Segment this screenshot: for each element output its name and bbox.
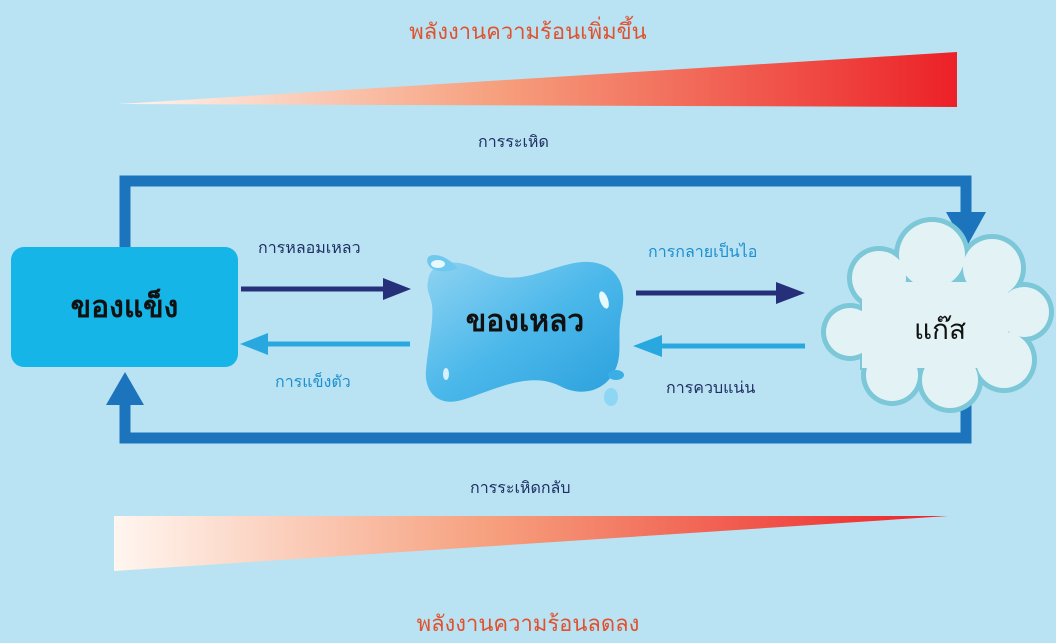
sublimation-path <box>119 175 972 248</box>
gas-label: แก๊ส <box>913 313 967 346</box>
solid-label: ของแข็ง <box>70 289 179 325</box>
melting-arrowhead <box>383 278 411 300</box>
heat-decrease-title: พลังงานความร้อนลดลง <box>416 612 640 637</box>
gas-cloud <box>821 217 1054 413</box>
vaporization-label: การกลายเป็นไอ <box>648 242 758 261</box>
sublimation-label: การระเหิด <box>478 132 549 151</box>
melting-label: การหลอมเหลว <box>258 238 361 257</box>
deposition-path <box>119 402 972 444</box>
deposition-label: การระเหิดกลับ <box>470 478 571 497</box>
heat-increase-title: พลังงานความร้อนเพิ่มขึ้น <box>409 20 647 45</box>
liquid-label: ของเหลว <box>465 303 585 339</box>
condensation-arrowhead <box>633 335 662 357</box>
condensation-label: การควบแน่น <box>666 378 756 397</box>
sublimation-arrowhead <box>946 212 986 248</box>
heat-increase-wedge <box>118 52 957 107</box>
deposition-arrowhead <box>106 372 144 405</box>
heat-decrease-wedge <box>114 516 948 571</box>
liquid-blob <box>425 255 624 406</box>
freezing-arrowhead <box>240 333 268 355</box>
vaporization-arrowhead <box>776 282 805 304</box>
solid-box <box>11 247 238 367</box>
freezing-label: การแข็งตัว <box>275 372 351 391</box>
